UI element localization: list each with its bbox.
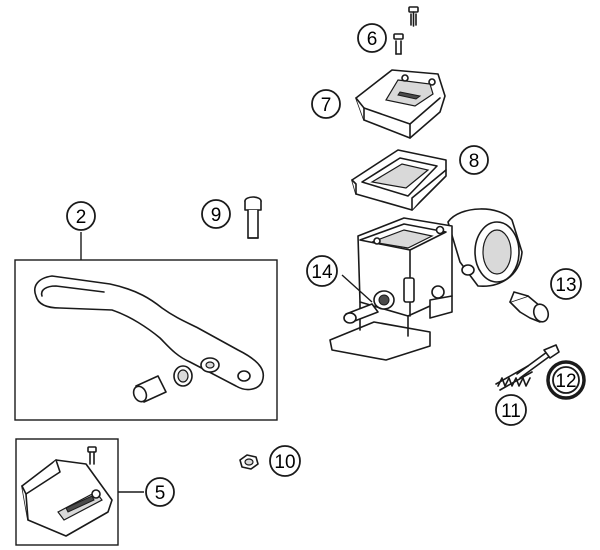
part-12-pushrod: [516, 344, 560, 379]
part-7-reservoir-cover: [355, 69, 446, 139]
callout-10[interactable]: 10: [269, 445, 301, 477]
callout-6[interactable]: 6: [357, 23, 387, 53]
callout-5-label: 5: [155, 483, 166, 504]
callout-13-label: 13: [555, 275, 576, 296]
part-13-bolt: [509, 291, 550, 323]
part-6-screw-lower: [393, 33, 404, 55]
callout-2[interactable]: 2: [66, 201, 96, 231]
part-2-frame: [14, 259, 278, 421]
part-2-lever-kit: [14, 232, 278, 421]
callout-8-label: 8: [469, 151, 480, 172]
callout-8[interactable]: 8: [459, 145, 489, 175]
callout-11-label: 11: [501, 401, 521, 422]
callout-12[interactable]: 12: [546, 360, 586, 400]
part-6-screws: [393, 6, 419, 55]
callout-6-label: 6: [367, 29, 378, 50]
master-cylinder-body: [329, 208, 523, 361]
callout-11[interactable]: 11: [495, 394, 527, 426]
callout-7-label: 7: [321, 95, 332, 116]
part-6-screw-upper: [408, 6, 419, 27]
callout-13[interactable]: 13: [550, 268, 582, 300]
part-11-spring: [495, 365, 533, 391]
callout-14-label: 14: [311, 262, 333, 283]
callout-2-label: 2: [76, 207, 87, 228]
part-8-gasket: [351, 149, 447, 211]
callout-14[interactable]: 14: [306, 255, 338, 287]
callout-9[interactable]: 9: [201, 199, 231, 229]
callout-12-label: 12: [555, 371, 576, 392]
callout-10-label: 10: [274, 452, 295, 473]
callout-5[interactable]: 5: [145, 477, 175, 507]
callout-7[interactable]: 7: [311, 89, 341, 119]
callout-9-label: 9: [211, 205, 222, 226]
part-9-bolt: [244, 196, 262, 239]
part-5-kit: [15, 438, 144, 546]
leader-14: [341, 274, 373, 303]
part-10-nut: [239, 454, 259, 470]
